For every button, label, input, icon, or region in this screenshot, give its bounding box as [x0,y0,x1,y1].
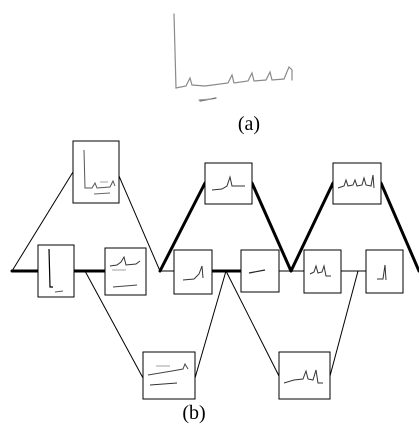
thin-edges [11,171,366,379]
box-mid-2 [104,247,147,296]
box-top-2 [204,162,253,205]
box-mid-1 [37,244,75,298]
box-mid-6 [365,249,404,294]
box-mid-4 [240,249,280,293]
box-top-1 [72,140,120,204]
box-top-3 [332,162,382,205]
box-mid-3 [173,249,213,295]
box-bottom-1 [142,351,196,400]
box-mid-5 [303,249,342,294]
caption-a: (a) [237,113,261,135]
sketch-a [173,13,293,102]
box-bottom-2 [278,351,331,400]
caption-b: (b) [182,402,206,424]
thick-edges [10,181,419,273]
